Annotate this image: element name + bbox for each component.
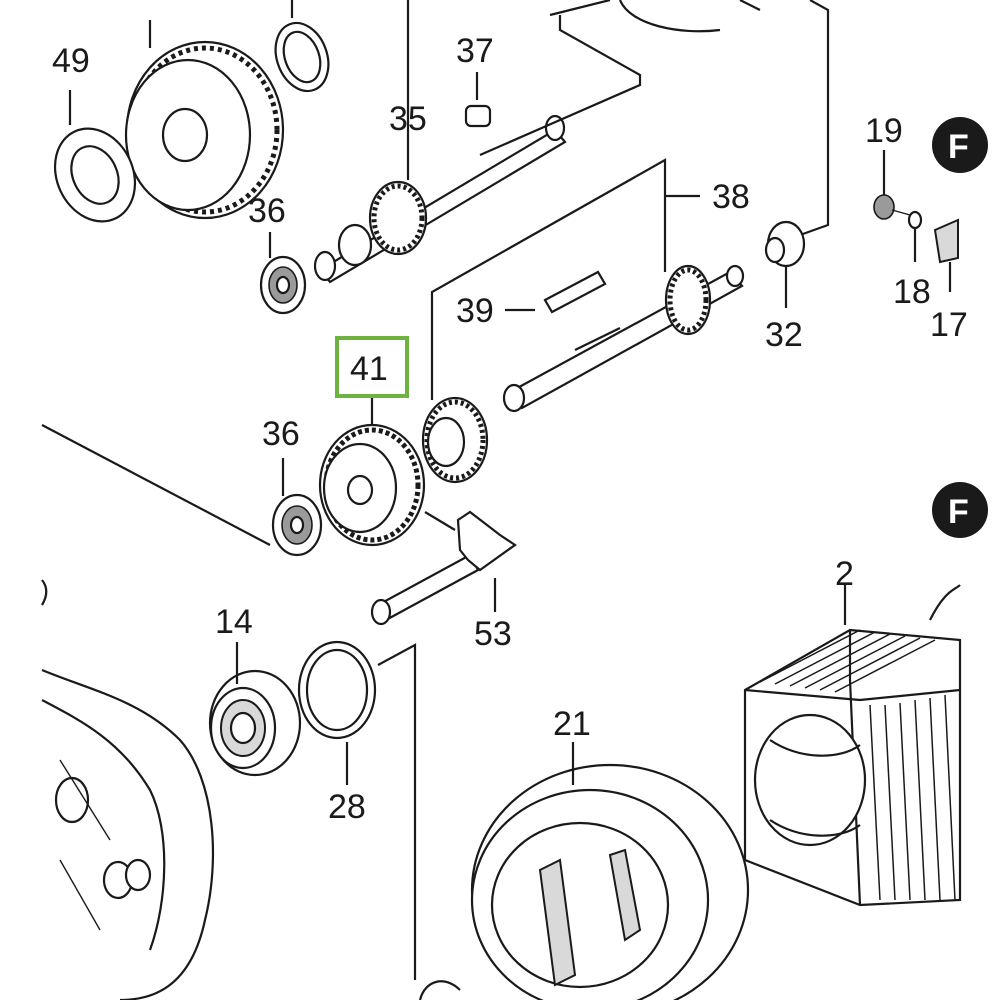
label-21: 21 bbox=[553, 705, 591, 743]
shaft-35 bbox=[313, 0, 567, 284]
pinion-gear bbox=[421, 396, 489, 484]
label-36-top: 36 bbox=[248, 192, 286, 230]
bushing-32 bbox=[764, 220, 806, 308]
label-2: 2 bbox=[835, 555, 854, 593]
washer-18 bbox=[907, 210, 923, 262]
highlight-box-41 bbox=[335, 336, 409, 398]
screw-19 bbox=[873, 150, 911, 220]
gear-41 bbox=[318, 398, 426, 547]
label-36-middle: 36 bbox=[262, 415, 300, 453]
bearing-36-middle bbox=[41, 424, 323, 557]
label-38: 38 bbox=[712, 178, 750, 216]
shaft-53 bbox=[370, 510, 517, 626]
label-32: 32 bbox=[765, 316, 803, 354]
label-28: 28 bbox=[328, 788, 366, 826]
label-41: 41 bbox=[350, 350, 388, 388]
washer-49 bbox=[53, 90, 137, 223]
bearing-14 bbox=[208, 642, 302, 777]
label-39: 39 bbox=[456, 292, 494, 330]
shaft-38 bbox=[430, 158, 745, 413]
large-spur-gear bbox=[124, 20, 285, 220]
partial-part-bottom bbox=[418, 980, 461, 1000]
section-marker-mid: F bbox=[932, 482, 988, 538]
section-marker-top-label: F bbox=[948, 128, 969, 166]
label-19: 19 bbox=[865, 112, 903, 150]
housing-outline-top bbox=[479, 0, 830, 237]
label-53: 53 bbox=[474, 615, 512, 653]
label-35: 35 bbox=[389, 100, 427, 138]
gear-housing bbox=[41, 579, 215, 1000]
retaining-ring-top bbox=[274, 0, 330, 93]
label-49: 49 bbox=[52, 42, 90, 80]
key-37 bbox=[464, 72, 492, 128]
label-37: 37 bbox=[456, 32, 494, 70]
section-marker-top: F bbox=[932, 117, 988, 173]
stator-field-2 bbox=[743, 584, 962, 907]
fan-baffle-21 bbox=[470, 742, 750, 1000]
bearing-36-top bbox=[259, 232, 307, 315]
key-39 bbox=[505, 270, 607, 314]
bracket-17 bbox=[933, 218, 959, 292]
label-17: 17 bbox=[930, 306, 968, 344]
label-18: 18 bbox=[893, 273, 931, 311]
retaining-ring-28 bbox=[297, 640, 417, 980]
section-marker-mid-label: F bbox=[948, 493, 969, 531]
label-14: 14 bbox=[215, 603, 253, 641]
